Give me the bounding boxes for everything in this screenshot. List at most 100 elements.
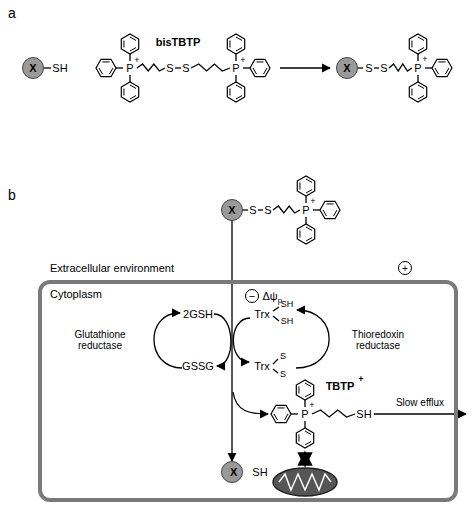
diagram-label: S <box>182 62 189 74</box>
double-bond <box>298 435 299 442</box>
double-bond <box>103 61 110 62</box>
alkyl-chain <box>137 64 165 71</box>
disulfide-bond <box>175 67 181 68</box>
diagram-label: + <box>134 56 139 66</box>
double-bond <box>418 48 424 52</box>
diagram-label: P <box>232 62 239 74</box>
phenyl-ring <box>297 224 314 244</box>
phenyl-ring <box>320 201 340 218</box>
double-bond <box>334 210 338 216</box>
double-bond <box>236 48 242 52</box>
cycle-arrow <box>233 318 250 362</box>
diagram-label: + <box>422 55 427 65</box>
alkyl-chain <box>389 64 412 71</box>
diagram-label: GSSG <box>182 360 214 372</box>
double-bond <box>418 96 424 100</box>
diagram-label: S <box>264 204 271 216</box>
double-bond <box>306 238 312 242</box>
alkyl-chain <box>191 64 230 71</box>
mitochondrion-cristae <box>279 474 331 490</box>
double-bond <box>446 68 450 74</box>
diagram-label: S <box>249 204 256 216</box>
molecule-x-circle: X <box>336 57 358 79</box>
diagram-label: + <box>309 401 314 411</box>
phenyl-ring <box>121 34 138 54</box>
disulfide-bond <box>374 67 379 68</box>
double-bond <box>327 203 334 204</box>
double-bond <box>253 68 257 74</box>
double-bond <box>285 414 289 420</box>
diagram-label: Glutathione reductase <box>60 329 140 351</box>
phenyl-ring <box>409 34 426 54</box>
diagram-label: S <box>280 370 286 380</box>
double-bond <box>306 190 312 194</box>
double-bond <box>264 68 268 74</box>
double-bond <box>123 41 124 48</box>
diagram-label: b <box>8 188 16 203</box>
diagram-label: Thioredoxin reductase <box>338 329 418 351</box>
phenyl-ring <box>296 380 313 400</box>
diagram-label: S <box>166 62 173 74</box>
bond-line <box>425 67 432 68</box>
diagram-label: TBTP <box>326 380 355 392</box>
phenyl-ring <box>250 59 270 76</box>
diagram-label: S <box>365 62 372 74</box>
cycle-arrow <box>296 310 329 368</box>
double-bond <box>323 210 327 216</box>
node-text: X <box>29 62 36 74</box>
diagram-label: S <box>380 62 387 74</box>
cell-outline: CytoplasmX <box>38 280 458 502</box>
diagram-label: + <box>240 56 245 66</box>
diagram-label: Slow efflux <box>396 397 444 408</box>
double-bond <box>229 41 230 48</box>
alkyl-chain <box>273 206 300 213</box>
double-bond <box>110 68 114 74</box>
double-bond <box>305 394 311 398</box>
bond-line <box>235 54 236 61</box>
bond-line <box>417 54 418 61</box>
double-bond <box>130 37 136 41</box>
diagram-label: S <box>280 352 286 362</box>
bond-line <box>305 196 306 203</box>
bond-line <box>243 209 248 210</box>
double-bond <box>257 61 264 62</box>
double-bond <box>298 387 299 394</box>
bond-line <box>313 209 320 210</box>
double-bond <box>236 85 242 89</box>
bond-line <box>273 316 279 321</box>
bond-line <box>235 75 236 82</box>
diagram-label: SH <box>52 62 67 74</box>
diagram-label: P <box>301 408 308 420</box>
alkyl-chain <box>312 410 355 417</box>
phenyl-ring <box>96 59 116 76</box>
bond-line <box>358 67 363 68</box>
diagram-label: SH <box>252 466 267 478</box>
double-bond <box>99 68 103 74</box>
double-bond <box>130 48 136 52</box>
double-bond <box>435 68 439 74</box>
phenyl-ring <box>296 428 313 448</box>
cycle-arrow <box>214 314 231 366</box>
diagram-label: 2GSH <box>183 308 213 320</box>
phenyl-ring <box>271 405 291 422</box>
node-text: X <box>228 204 235 216</box>
charge-circle <box>399 262 412 275</box>
release-arrow <box>233 392 268 414</box>
diagram-label: SH <box>281 300 294 310</box>
double-bond <box>411 41 412 48</box>
double-bond <box>123 89 124 96</box>
double-bond <box>278 407 285 408</box>
diagram-label: + <box>310 197 315 207</box>
double-bond <box>306 179 312 183</box>
double-bond <box>305 383 311 387</box>
diagram-label: P <box>414 62 421 74</box>
phenyl-ring <box>227 34 244 54</box>
bond-line <box>291 413 298 414</box>
bond-line <box>129 54 130 61</box>
phenyl-ring <box>432 59 452 76</box>
molecule-x-circle: X <box>221 461 243 483</box>
diagram-label: Extracellular environment <box>50 262 174 274</box>
bond-line <box>44 67 51 68</box>
bond-line <box>129 75 130 82</box>
